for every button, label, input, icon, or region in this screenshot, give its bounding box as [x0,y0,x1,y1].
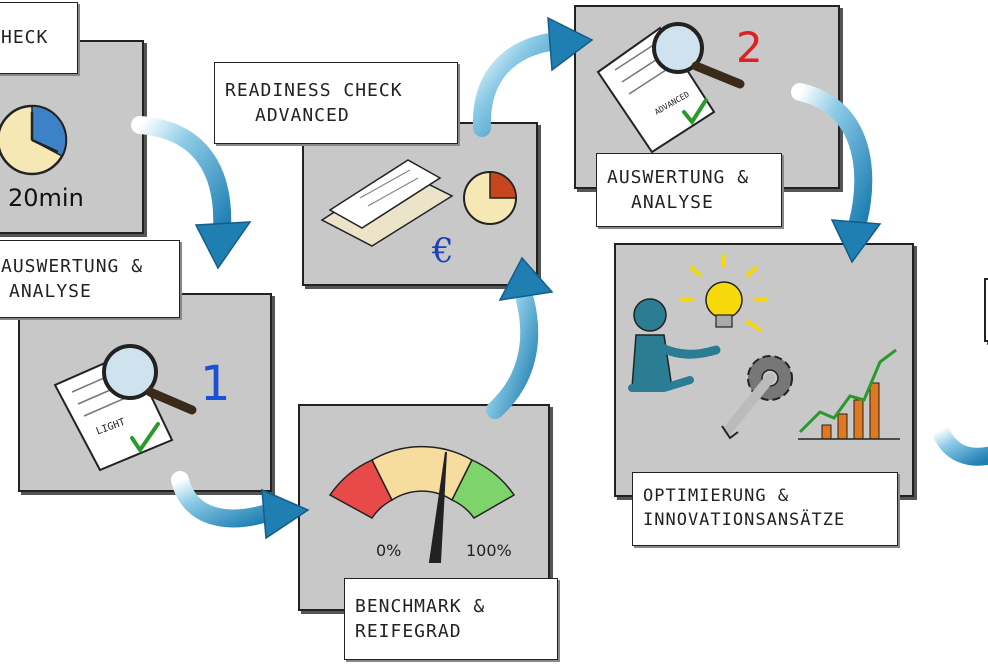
person-icon [628,298,721,392]
label-optimierung: Optimierung & Innovationsansätze [632,472,898,546]
gauge-max-label: 100% [466,541,512,560]
label-check: heck [0,2,78,74]
label-auswertung-analyse-1: Auswertung & Analyse [0,240,180,318]
label-auswertung1-line1: Auswertung & [1,255,144,277]
document-magnifier-advanced-icon [596,22,745,154]
panel-offscreen-right [984,278,988,342]
lightbulb-icon [680,254,768,332]
label-auswertung2-line2: Analyse [631,192,714,213]
pie-chart-icon [463,171,517,225]
label-readiness-line1: Readiness Check [225,79,403,101]
step-number-2: 2 [736,23,763,72]
label-optimierung-line2: Innovationsansätze [643,510,846,530]
label-optimierung-line1: Optimierung & [643,486,790,507]
arrow-4-up-right [472,16,594,137]
arrow-2-right [171,471,310,540]
label-auswertung1-line2: Analyse [9,281,92,302]
arrow-5-down [791,83,882,264]
gauge-icon [328,445,516,563]
arrow-1-down [131,116,252,270]
label-auswertung2-line1: Auswertung & [607,166,750,188]
label-readiness-line2: Advanced [255,105,350,126]
euro-symbol: € [431,231,454,271]
gauge-min-label: 0% [376,541,401,560]
clock-icon [0,104,68,176]
label-readiness-check-advanced: Readiness Check Advanced [214,62,458,144]
label-benchmark-line2: Reifegrad [355,621,462,642]
gear-wrench-icon [721,355,793,440]
label-benchmark-line1: Benchmark & [355,595,486,617]
documents-stack-icon [320,159,454,247]
document-magnifier-light-icon [53,344,197,472]
arrow-3-up [486,256,554,419]
label-auswertung-analyse-2: Auswertung & Analyse [596,153,782,227]
step-number-1: 1 [200,356,231,412]
duration-label: 20min [8,184,84,212]
arrow-6-offscreen [931,421,988,466]
growth-bar-chart-icon [798,348,900,440]
label-check-text: heck [1,27,49,49]
label-benchmark-reifegrad: Benchmark & Reifegrad [344,578,558,660]
